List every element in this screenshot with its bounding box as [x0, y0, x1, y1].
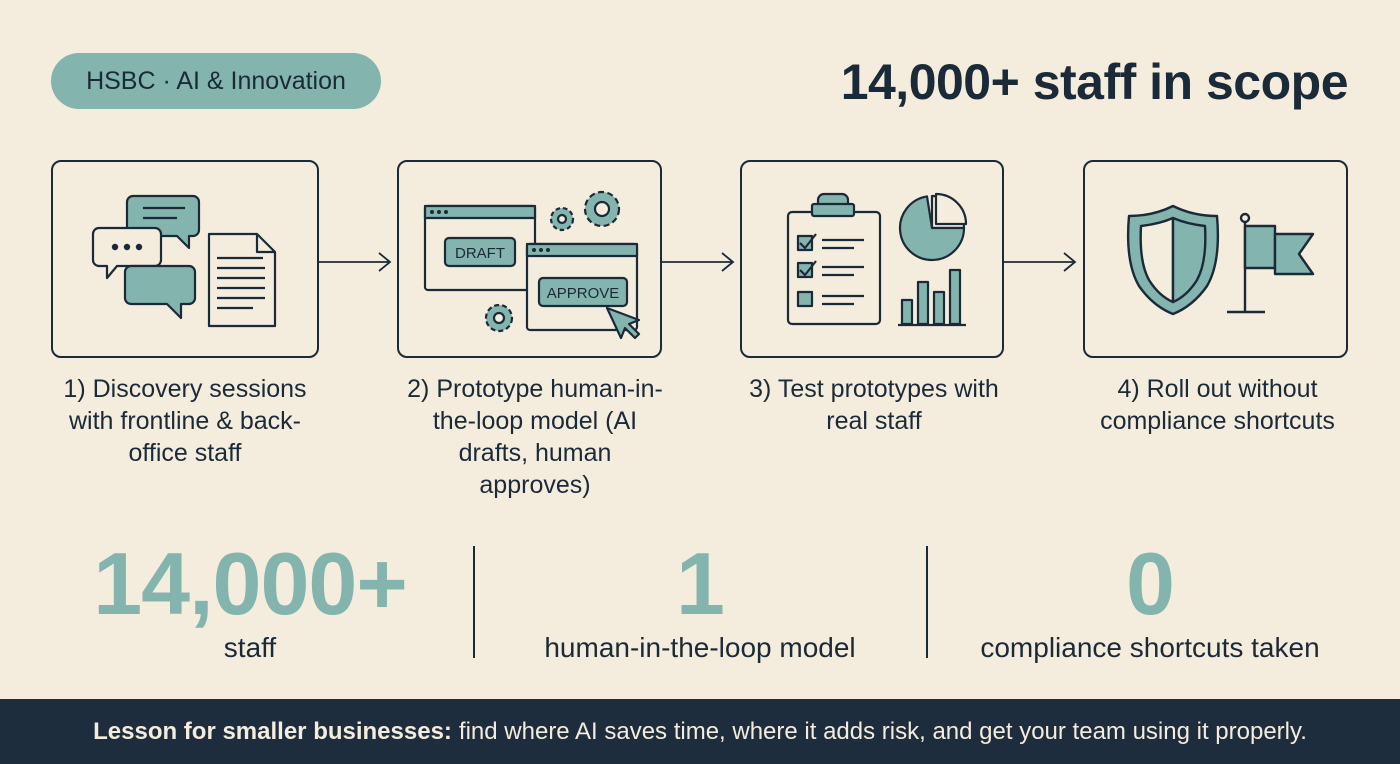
draft-approve-windows-icon: DRAFT APPROVE — [423, 190, 641, 340]
lesson-footer: Lesson for smaller businesses: find wher… — [0, 699, 1400, 764]
stat-value: 0 — [1126, 534, 1175, 633]
step-2-box: DRAFT APPROVE — [397, 160, 662, 358]
stat-divider — [926, 546, 928, 658]
shield-flag-icon — [1126, 204, 1315, 316]
footer-lead: Lesson for smaller businesses: — [93, 717, 452, 745]
headline: 14,000+ staff in scope — [840, 54, 1349, 110]
stat-label: human-in-the-loop model — [544, 632, 856, 663]
stat-label: staff — [223, 632, 277, 663]
step-4-label: 4) Roll out without compliance shortcuts — [1100, 375, 1335, 435]
step-4-box — [1083, 160, 1348, 358]
step-3-label: 3) Test prototypes with real staff — [749, 375, 999, 435]
chat-bubbles-document-icon — [91, 194, 277, 328]
step-1-box — [51, 160, 319, 358]
stat-model: 1 human-in-the-loop model — [500, 540, 900, 664]
stat-shortcuts: 0 compliance shortcuts taken — [950, 540, 1350, 664]
stat-value: 1 — [676, 534, 725, 633]
checklist-charts-icon — [786, 192, 968, 327]
draft-label: DRAFT — [455, 245, 505, 262]
category-badge: HSBC · AI & Innovation — [51, 53, 381, 109]
stat-staff: 14,000+ staff — [60, 540, 440, 664]
step-3-box — [740, 160, 1004, 358]
arrow-right-icon — [662, 252, 735, 272]
footer-text: find where AI saves time, where it adds … — [458, 717, 1307, 745]
step-1-label: 1) Discovery sessions with frontline & b… — [63, 375, 307, 467]
step-2-label: 2) Prototype human-in-the-loop model (AI… — [407, 375, 663, 499]
approve-label: APPROVE — [547, 285, 620, 302]
arrow-right-icon — [319, 252, 392, 272]
stat-value: 14,000+ — [93, 534, 408, 633]
arrow-right-icon — [1004, 252, 1077, 272]
stat-label: compliance shortcuts taken — [980, 632, 1320, 663]
stat-divider — [473, 546, 475, 658]
